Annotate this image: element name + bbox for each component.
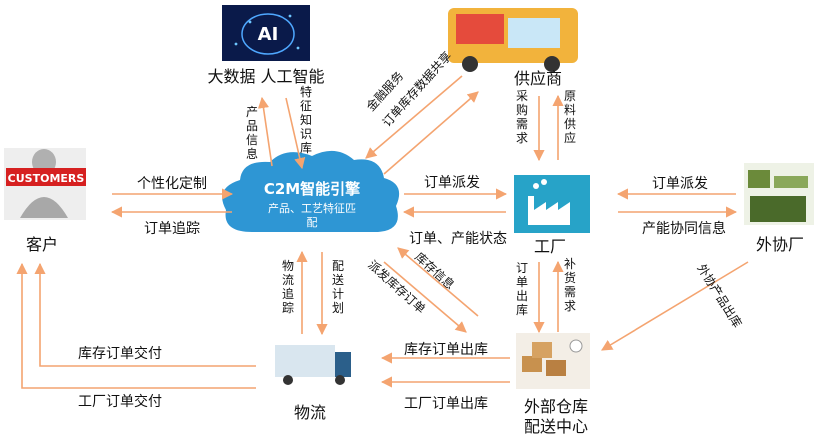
customers-badge: CUSTOMERS <box>8 172 85 185</box>
label-product-info: 产品信息 <box>246 105 258 161</box>
label-purchase-demand: 采购需求 <box>516 89 528 145</box>
label-capacity-status: 订单、产能状态 <box>409 231 507 247</box>
arrow-feature-kb <box>285 97 306 170</box>
factory-node: 工厂 <box>514 175 590 256</box>
bigdata-ai-node: AI 大数据 人工智能 <box>207 5 325 86</box>
label-dispatch-outsource: 订单派发 <box>652 176 708 192</box>
label-material-supply: 原料供应 <box>564 89 576 145</box>
customer-label: 客户 <box>26 235 58 254</box>
label-delivery-plan: 配送计划 <box>332 259 344 315</box>
supplier-node: 供应商 <box>448 8 578 88</box>
arrow-inventory-info <box>397 247 479 317</box>
customer-node: CUSTOMERS 客户 <box>4 148 86 254</box>
engine-title: C2M智能引擎 <box>264 180 360 198</box>
warehouse-label-line1: 外部仓库 <box>524 397 588 416</box>
label-factory-order-out: 工厂订单出库 <box>404 396 488 412</box>
supplier-label: 供应商 <box>514 69 562 88</box>
arrow-outsource-outbound <box>601 261 749 351</box>
ai-badge: AI <box>258 24 279 45</box>
arrow-dispatch-warehouse <box>383 261 467 333</box>
label-order-outbound: 订单出库 <box>516 261 528 317</box>
engine-cloud <box>222 150 400 232</box>
warehouse-label-line2: 配送中心 <box>524 417 588 436</box>
label-stock-order-out: 库存订单出库 <box>404 342 488 358</box>
arrow-factory-delivery <box>16 262 256 389</box>
outsource-node: 外协厂 <box>744 163 814 254</box>
label-logistics-track: 物流追踪 <box>282 259 294 315</box>
arrow-stock-delivery <box>34 262 256 367</box>
label-replenish-demand: 补货需求 <box>564 257 576 313</box>
label-capacity-coop: 产能协同信息 <box>642 220 726 237</box>
label-order-track: 订单追踪 <box>144 221 200 237</box>
logistics-label: 物流 <box>294 403 326 422</box>
label-feature-kb: 特征知识库 <box>300 84 312 155</box>
label-outsource-outbound: 外协产品出库 <box>694 261 745 330</box>
arrow-finance <box>365 75 463 159</box>
label-personal-custom: 个性化定制 <box>137 176 207 192</box>
label-stock-delivery: 库存订单交付 <box>78 345 162 362</box>
c2m-engine-node: C2M智能引擎 产品、工艺特征匹 配 <box>222 150 400 232</box>
arrow-data-share <box>383 91 479 175</box>
engine-subtitle-line2: 配 <box>307 216 318 229</box>
label-dispatch-factory: 订单派发 <box>424 175 480 191</box>
outsource-label: 外协厂 <box>756 235 804 254</box>
warehouse-node: 外部仓库 配送中心 <box>516 333 590 436</box>
logistics-truck-image <box>275 345 335 377</box>
logistics-node: 物流 <box>275 345 351 422</box>
factory-label: 工厂 <box>534 237 566 256</box>
arrow-product-info <box>257 96 273 167</box>
edge-group <box>16 75 749 389</box>
engine-subtitle-line1: 产品、工艺特征匹 <box>268 201 356 215</box>
label-inventory-info: 库存信息 <box>412 249 458 292</box>
bigdata-label: 大数据 人工智能 <box>207 67 324 86</box>
label-factory-delivery: 工厂订单交付 <box>78 393 162 410</box>
